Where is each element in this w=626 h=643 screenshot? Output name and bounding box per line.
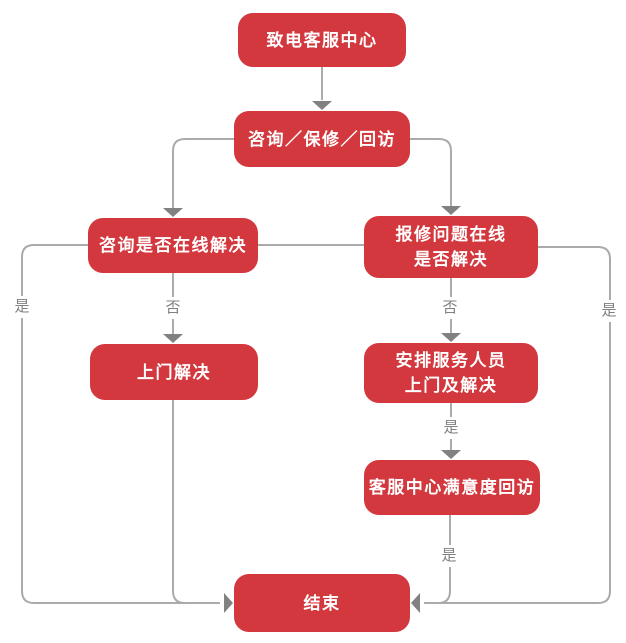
edge-label-repair-no: 否 — [441, 297, 459, 319]
node-label: 上门解决 — [137, 362, 211, 382]
edge-label-consult-no: 否 — [164, 297, 182, 319]
arrowhead-into-end-left — [224, 593, 233, 613]
node-consult-repair-revisit: 咨询／保修／回访 — [234, 111, 410, 167]
node-label-line2: 上门及解决 — [404, 376, 498, 395]
arrowhead-into-survey — [441, 450, 461, 459]
node-end: 结束 — [234, 574, 410, 632]
arrowhead-into-type — [312, 101, 332, 110]
node-consult-online-solved: 咨询是否在线解决 — [88, 218, 258, 273]
node-label: 咨询是否在线解决 — [99, 236, 247, 255]
node-label-line1: 报修问题在线 — [395, 225, 507, 244]
arrowhead-into-consult — [163, 208, 183, 217]
node-label: 客服中心满意度回访 — [368, 478, 536, 497]
edge-label-arrange-yes: 是 — [442, 417, 460, 439]
node-call-service-center: 致电客服中心 — [238, 13, 406, 67]
arrowhead-into-onsite — [163, 334, 183, 343]
node-satisfaction-survey: 客服中心满意度回访 — [364, 460, 540, 515]
edge-type-to-consult — [172, 138, 234, 208]
arrowhead-into-repair — [441, 206, 461, 215]
node-label-line2: 是否解决 — [414, 250, 488, 269]
node-onsite-solve: 上门解决 — [90, 344, 258, 400]
node-arrange-service-staff: 安排服务人员 上门及解决 — [364, 343, 538, 403]
arrowhead-into-arrange — [441, 333, 461, 342]
arrowhead-into-end-right — [411, 593, 420, 613]
edge-label-consult-yes: 是 — [13, 296, 31, 318]
edge-repair-yes-to-end — [424, 246, 611, 604]
node-label: 咨询／保修／回访 — [248, 129, 396, 149]
edge-onsite-to-end — [172, 400, 220, 604]
node-label: 致电客服中心 — [266, 30, 378, 50]
node-repair-online-solved: 报修问题在线 是否解决 — [364, 216, 538, 278]
edge-label-repair-yes: 是 — [600, 300, 618, 322]
edge-label-survey-yes: 是 — [440, 545, 458, 567]
node-label-line1: 安排服务人员 — [395, 351, 507, 370]
edge-consult-yes-to-end — [21, 244, 220, 604]
edge-type-to-repair — [410, 138, 452, 206]
node-label: 结束 — [303, 593, 341, 613]
